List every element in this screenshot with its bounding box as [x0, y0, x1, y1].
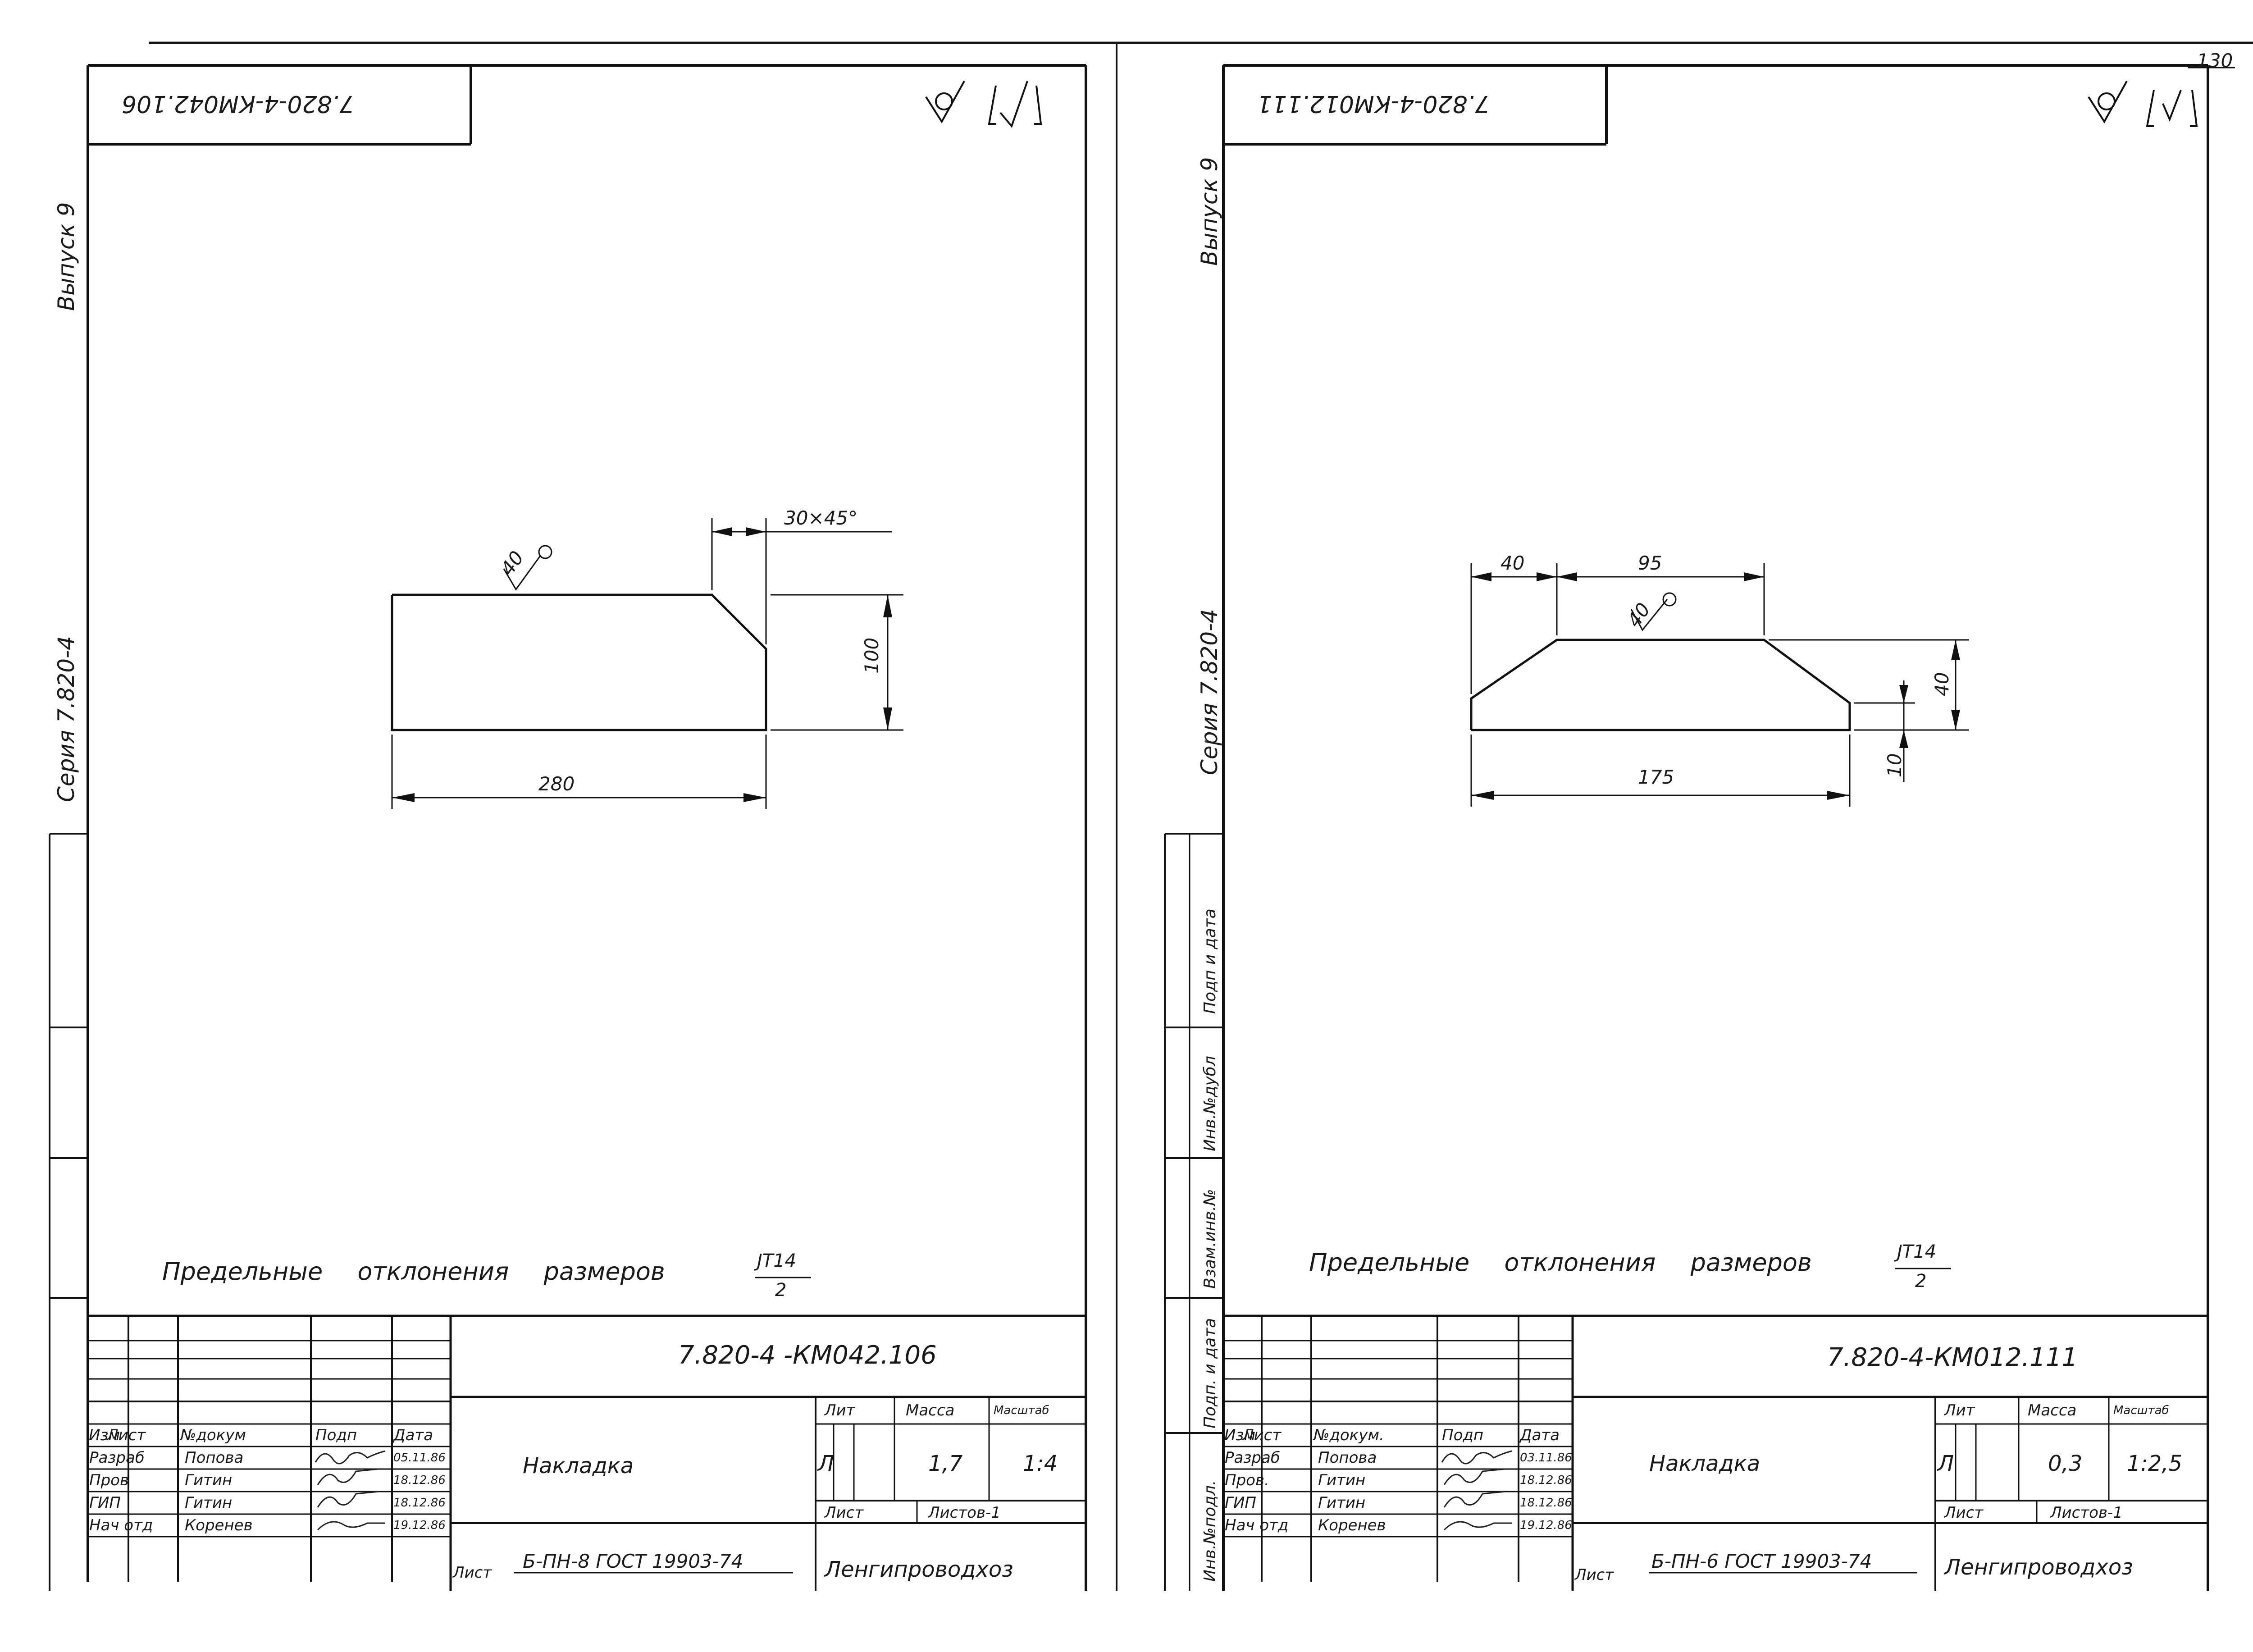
left-row-3-date: 19.12.86 [393, 1519, 446, 1532]
left-title-block [88, 1314, 1086, 1591]
left-chamfer-label: 30×45° [784, 507, 858, 529]
left-header-izm: Изм [89, 1426, 120, 1444]
left-header-podp: Подп [315, 1426, 357, 1444]
right-row-1-name: Гитин [1318, 1471, 1366, 1489]
left-doc-code: 7.820-4 -КМ042.106 [678, 1341, 937, 1370]
left-header-doc: №докум [180, 1426, 246, 1444]
right-org: Ленгипроводхоз [1944, 1555, 2133, 1580]
right-roughness-symbol [2088, 81, 2198, 127]
right-row-3-name: Коренев [1318, 1516, 1386, 1534]
right-row-2-role: ГИП [1225, 1494, 1256, 1512]
left-tolerance-num: JT14 [757, 1250, 797, 1271]
left-list-label: Лист [825, 1504, 864, 1522]
left-sheet-frame [87, 64, 1087, 1591]
right-tolerance-den: 2 [1915, 1271, 1927, 1291]
right-sheet-frame [1222, 64, 2209, 1591]
right-lit-label: Лит [1944, 1401, 1975, 1419]
left-row-2-role: ГИП [89, 1494, 121, 1512]
right-row-0-name: Попова [1318, 1449, 1377, 1467]
left-row-0-date: 05.11.86 [393, 1451, 446, 1465]
left-row-0-name: Попова [185, 1449, 244, 1467]
right-header-podp: Подп [1442, 1426, 1484, 1444]
right-header-doc: №докум. [1313, 1426, 1384, 1444]
right-massa-value: 0,3 [2048, 1451, 2083, 1476]
right-row-1-date: 18.12.86 [1520, 1474, 1572, 1487]
right-list-label: Лист [1944, 1504, 1984, 1522]
left-row-3-role: Нач отд [89, 1516, 153, 1534]
left-roughness-symbol [925, 81, 1042, 128]
right-doc-code: 7.820-4-КМ012.111 [1827, 1343, 2078, 1372]
left-lit-label: Лит [825, 1401, 855, 1419]
right-header-izm: Изм [1224, 1426, 1256, 1444]
left-masshtab-value: 1:4 [1023, 1451, 1058, 1476]
left-row-3-name: Коренев [185, 1516, 253, 1534]
left-massa-value: 1,7 [928, 1451, 963, 1476]
right-title-block [1223, 1314, 2208, 1591]
left-row-1-name: Гитин [185, 1471, 233, 1489]
right-row-2-name: Гитин [1318, 1494, 1366, 1512]
right-dim-175: 175 [1638, 766, 1674, 788]
right-listov-label: Листов-1 [2050, 1504, 2123, 1522]
left-part-name: Накладка [523, 1453, 634, 1479]
left-masshtab-label: Масштаб [994, 1404, 1049, 1417]
left-row-2-date: 18.12.86 [393, 1496, 446, 1510]
right-row-3-date: 19.12.86 [1520, 1519, 1572, 1532]
left-header-list: Лист [107, 1426, 146, 1444]
left-row-1-date: 18.12.86 [393, 1474, 446, 1487]
left-tolerance-den: 2 [775, 1280, 787, 1301]
right-dim-40-left: 40 [1500, 552, 1525, 574]
left-row-0-role: Разраб [89, 1449, 145, 1467]
left-row-2-name: Гитин [185, 1494, 233, 1512]
left-org: Ленгипроводхоз [825, 1557, 1013, 1582]
right-masshtab-label: Масштаб [2113, 1404, 2169, 1417]
left-margin-strip [49, 833, 88, 1591]
right-massa-label: Масса [2028, 1401, 2077, 1419]
right-part-name: Накладка [1649, 1451, 1760, 1476]
right-row-1-role: Пров. [1225, 1471, 1269, 1489]
right-masshtab-value: 1:2,5 [2127, 1451, 2183, 1476]
right-header-list: Лист [1242, 1426, 1282, 1444]
right-dim-95: 95 [1638, 552, 1662, 574]
right-row-3-role: Нач отд [1225, 1516, 1289, 1534]
left-lit-value: Л [818, 1451, 835, 1476]
right-tolerance-note: Предельные отклонения размеров [1309, 1248, 1812, 1277]
left-material: Б-ПН-8 ГОСТ 19903-74 [523, 1550, 743, 1572]
left-dim-280: 280 [538, 773, 575, 795]
right-header-data: Дата [1520, 1426, 1560, 1444]
right-margin-strip [1164, 833, 1223, 1591]
right-material: Б-ПН-6 ГОСТ 19903-74 [1651, 1550, 1872, 1572]
left-tolerance-note: Предельные отклонения размеров [162, 1257, 665, 1286]
right-row-0-date: 03.11.86 [1520, 1451, 1572, 1465]
left-header-data: Дата [393, 1426, 433, 1444]
left-row-1-role: Пров [89, 1471, 129, 1489]
sheet-number: 130 [2197, 50, 2233, 72]
right-material-prefix: Лист [1575, 1566, 1614, 1584]
right-row-2-date: 18.12.86 [1520, 1496, 1572, 1510]
left-part [391, 518, 903, 1278]
right-tolerance-num: JT14 [1897, 1241, 1937, 1262]
left-massa-label: Масса [906, 1401, 955, 1419]
right-row-0-role: Разраб [1225, 1449, 1280, 1467]
left-material-prefix: Лист [453, 1564, 492, 1582]
right-lit-value: Л [1938, 1451, 1954, 1476]
right-part [1470, 563, 1969, 1269]
left-listov-label: Листов-1 [928, 1504, 1001, 1522]
